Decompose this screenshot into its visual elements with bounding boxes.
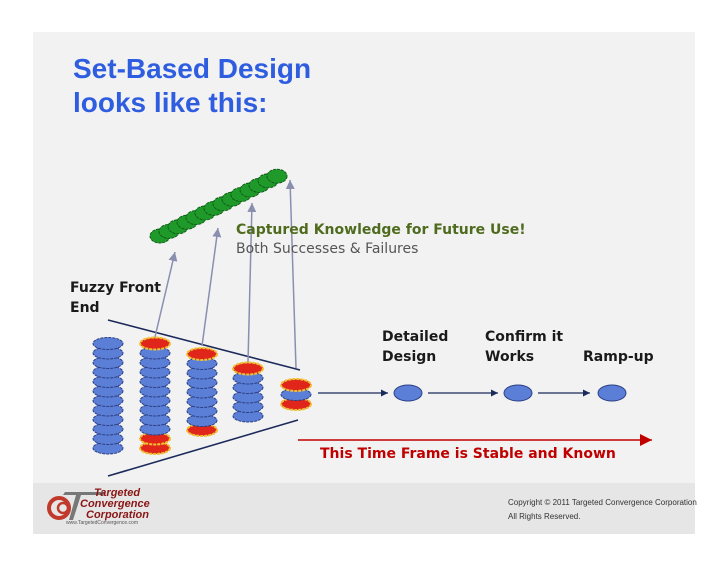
option-node: [92, 422, 124, 436]
logo-line-1: Targeted: [94, 487, 141, 499]
option-node: [186, 404, 218, 418]
ramp-up-node: [597, 384, 627, 402]
option-node: [92, 441, 124, 455]
option-node: [139, 413, 171, 426]
option-node: [92, 337, 124, 350]
knowledge-arrow-2: [201, 227, 222, 347]
timeframe-label: This Time Frame is Stable and Known: [320, 446, 616, 462]
funnel-top-line: [107, 319, 301, 371]
captured-knowledge-node: [266, 168, 288, 184]
option-node: [186, 357, 218, 370]
logo-wordmark: Targeted Convergence Corporation: [80, 488, 150, 521]
title-line-1: Set-Based Design: [73, 53, 312, 84]
rejected-option-node: [139, 431, 171, 446]
option-node: [139, 422, 171, 436]
slide-title: Set-Based Design looks like this:: [73, 52, 311, 120]
option-node: [139, 365, 171, 379]
option-node: [232, 409, 264, 423]
company-logo-icon: [47, 492, 105, 520]
fuzzy-front-line-1: Fuzzy Front: [70, 280, 161, 296]
footer-bar: [33, 483, 695, 534]
option-node: [186, 395, 218, 408]
option-node: [232, 371, 264, 385]
confirm-works-node: [503, 384, 533, 402]
fuzzy-front-label: Fuzzy Front End: [70, 278, 161, 318]
option-node: [139, 403, 171, 417]
captured-knowledge-blobs: [149, 168, 288, 244]
option-node: [186, 385, 218, 399]
confirm-line-2: Works: [485, 349, 535, 365]
option-node: [139, 375, 171, 388]
option-node: [139, 384, 171, 398]
option-node: [280, 388, 312, 401]
detailed-line-1: Detailed: [382, 329, 449, 345]
title-line-2: looks like this:: [73, 87, 268, 118]
rejected-option-node: [280, 397, 312, 411]
copyright-notice: Copyright © 2011 Targeted Convergence Co…: [508, 496, 697, 524]
detailed-line-2: Design: [382, 349, 437, 365]
option-node: [139, 356, 171, 369]
option-node: [139, 394, 171, 407]
option-node: [92, 432, 124, 445]
copyright-line-2: All Rights Reserved.: [508, 512, 581, 521]
logo-url: www.TargetedConvergence.com: [66, 520, 138, 526]
option-node: [92, 403, 124, 417]
copyright-line-1: Copyright © 2011 Targeted Convergence Co…: [508, 498, 697, 507]
rejected-option-node: [280, 378, 312, 392]
option-node: [92, 365, 124, 379]
option-node: [186, 414, 218, 427]
logo-line-2: Convergence: [80, 498, 150, 510]
detailed-design-label: Detailed Design: [382, 327, 448, 367]
option-node: [92, 356, 124, 369]
rejected-option-node: [139, 336, 171, 351]
rejected-option-node: [232, 361, 264, 376]
option-node: [232, 390, 264, 404]
detailed-design-node: [393, 384, 423, 402]
captured-knowledge-label: Captured Knowledge for Future Use!: [236, 222, 526, 238]
ramp-up-label: Ramp-up: [583, 349, 654, 365]
option-node: [232, 381, 264, 394]
option-node: [92, 394, 124, 407]
option-node: [92, 384, 124, 398]
option-node: [92, 346, 124, 360]
option-node: [92, 413, 124, 426]
successes-failures-label: Both Successes & Failures: [236, 241, 419, 257]
knowledge-arrow-1: [154, 251, 178, 338]
logo-line-3: Corporation: [86, 509, 149, 521]
rejected-option-node: [186, 423, 218, 437]
option-node: [92, 375, 124, 388]
knowledge-arrow-3: [247, 202, 257, 363]
rejected-option-node: [139, 441, 171, 455]
knowledge-arrow-4: [285, 179, 297, 369]
option-node: [186, 366, 218, 380]
fuzzy-front-line-2: End: [70, 300, 100, 316]
option-node: [232, 400, 264, 413]
option-columns: [92, 336, 312, 455]
option-node: [186, 376, 218, 389]
rejected-option-node: [186, 347, 218, 361]
confirm-line-1: Confirm it: [485, 329, 564, 345]
confirm-works-label: Confirm it Works: [485, 327, 563, 367]
option-node: [139, 346, 171, 360]
funnel-bottom-line: [107, 419, 299, 477]
